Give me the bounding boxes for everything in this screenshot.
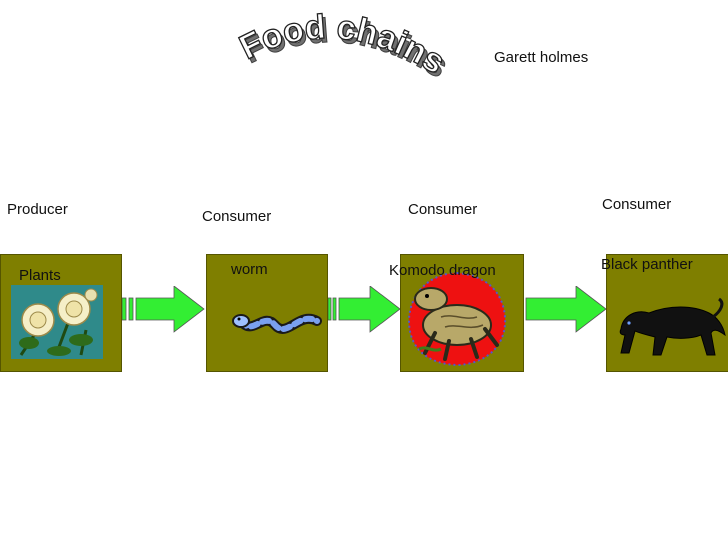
node-name-black-panther: Black panther — [601, 256, 693, 273]
title-text: Food chains — [235, 10, 452, 82]
role-label-consumer-3: Consumer — [602, 196, 672, 213]
arrow-2 — [328, 286, 401, 333]
node-name-plants: Plants — [19, 267, 61, 284]
role-label-consumer-1: Consumer — [202, 208, 272, 225]
node-name-komodo-dragon: Komodo dragon — [389, 262, 496, 279]
author-name: Garett holmes — [494, 49, 589, 66]
arrow-1 — [122, 286, 205, 333]
svg-text:Food chains: Food chains — [235, 10, 452, 82]
arrow-3 — [525, 286, 607, 333]
roses-icon — [11, 285, 103, 359]
food-chain-node-worm: worm — [206, 254, 328, 372]
panther-icon — [619, 297, 726, 356]
worm-icon — [232, 313, 322, 334]
role-label-producer: Producer — [7, 201, 68, 218]
food-chain-node-black-panther — [606, 254, 728, 372]
node-name-worm: worm — [231, 261, 268, 278]
role-label-consumer-2: Consumer — [408, 201, 478, 218]
food-chain-node-plants: Plants — [0, 254, 122, 372]
food-chain-node-komodo-dragon — [400, 254, 524, 372]
komodo-dragon-icon — [407, 271, 507, 367]
title-wordart: Food chains Food chains — [235, 10, 455, 86]
